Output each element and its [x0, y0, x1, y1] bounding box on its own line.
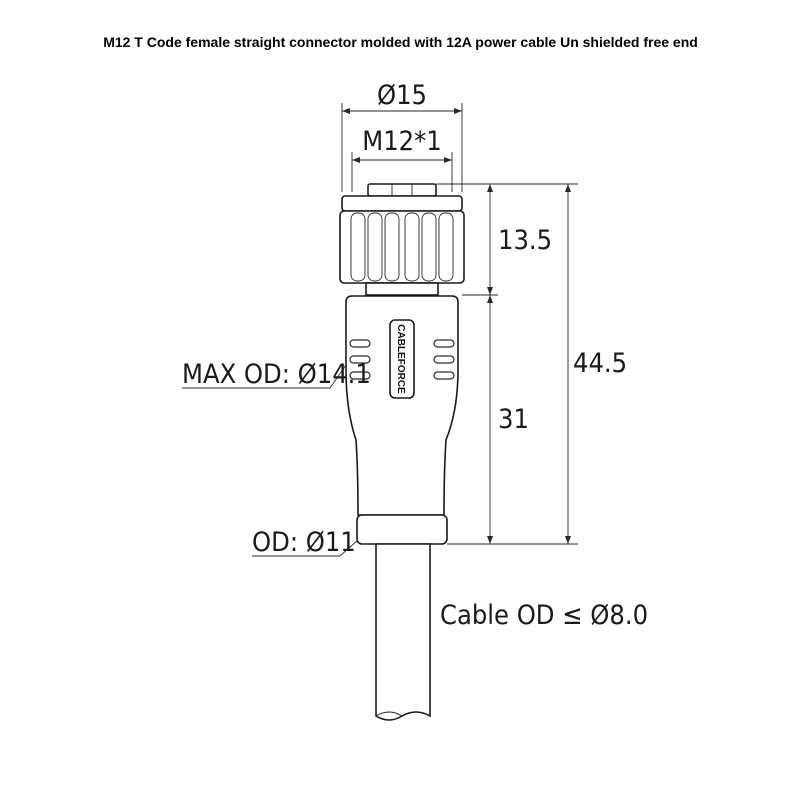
label-thread: M12*1 — [362, 126, 441, 157]
vertical-dimensions: 13.5 31 44.5 — [436, 183, 627, 545]
label-nut-height: 13.5 — [498, 225, 552, 256]
dimension-outer-diameter: Ø15 — [341, 80, 463, 192]
knurling — [350, 212, 454, 282]
label-overall-length: 44.5 — [573, 348, 627, 379]
drawing-title: M12 T Code female straight connector mol… — [103, 34, 698, 50]
callout-od: OD: Ø11 — [252, 527, 359, 558]
brand-label: CABLEFORCE — [395, 324, 406, 394]
label-od: OD: Ø11 — [252, 527, 356, 558]
dimension-thread: M12*1 — [351, 126, 453, 192]
brand-plate — [389, 319, 415, 399]
grip-slots-left — [349, 339, 371, 380]
label-body-length: 31 — [498, 404, 529, 435]
grip-slots-right — [433, 339, 455, 380]
callout-max-od: MAX OD: Ø14.1 — [182, 359, 371, 390]
label-max-od: MAX OD: Ø14.1 — [182, 359, 371, 390]
label-outer-diameter: Ø15 — [377, 80, 427, 111]
label-cable-od: Cable OD ≤ Ø8.0 — [440, 600, 648, 631]
connector-body: CABLEFORCE — [339, 183, 465, 721]
